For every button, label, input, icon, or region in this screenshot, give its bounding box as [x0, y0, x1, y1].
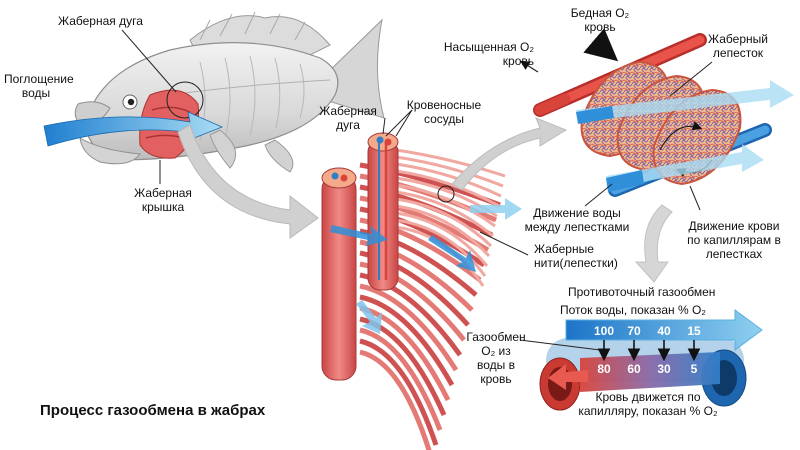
gill-filament-upper	[395, 148, 506, 178]
blood-value-2: 60	[627, 362, 641, 376]
gill-filament-upper	[395, 204, 491, 258]
water-value-3: 40	[657, 324, 671, 338]
gill-filament	[359, 294, 455, 387]
gill-filament	[359, 349, 432, 450]
gill-filament	[359, 283, 459, 372]
gill-filament-upper	[395, 155, 504, 188]
zoom-arrow-to-countercurrent	[634, 204, 673, 283]
gill-filament-upper	[395, 183, 496, 228]
water-value-2: 70	[627, 324, 641, 338]
fish-illustration	[74, 11, 385, 173]
blood-value-1: 80	[597, 362, 611, 376]
zoom-arrow-to-lamellae	[451, 117, 568, 191]
gill-filament-upper	[395, 190, 494, 238]
blood-value-4: 5	[690, 362, 698, 376]
gill-filament-upper	[395, 169, 500, 208]
label-gas-exchange: Газообмен O₂ из воды в кровь	[466, 330, 526, 386]
countercurrent-title: Противоточный газообмен	[568, 285, 716, 299]
page-title: Процесс газообмена в жабрах	[40, 402, 266, 419]
countercurrent-illustration	[539, 309, 763, 411]
gill-arch-illustration	[321, 132, 506, 450]
gill-filament	[359, 338, 439, 446]
lamellae-illustration	[533, 33, 794, 197]
arch-water-arrows	[330, 198, 522, 334]
zoom-arrow-to-arch	[177, 124, 319, 239]
gill-filament-upper	[395, 211, 489, 267]
label-blood-in-capillaries: Движение крови по капиллярам в лепестках	[687, 219, 781, 261]
gill-filament-upper	[395, 197, 493, 248]
gill-filament-upper	[395, 218, 487, 277]
water-value-1: 100	[593, 324, 615, 338]
label-fish-gill-arch: Жаберная дуга	[58, 14, 143, 28]
blood-value-3: 30	[657, 362, 671, 376]
gill-filament-upper	[395, 162, 502, 198]
exchange-leader-line	[519, 339, 601, 351]
gill-filament	[359, 327, 443, 431]
label-water-flow: Поток воды, показан % O₂	[560, 303, 706, 317]
water-intake-arrow	[43, 111, 224, 147]
water-value-4: 15	[687, 324, 701, 338]
